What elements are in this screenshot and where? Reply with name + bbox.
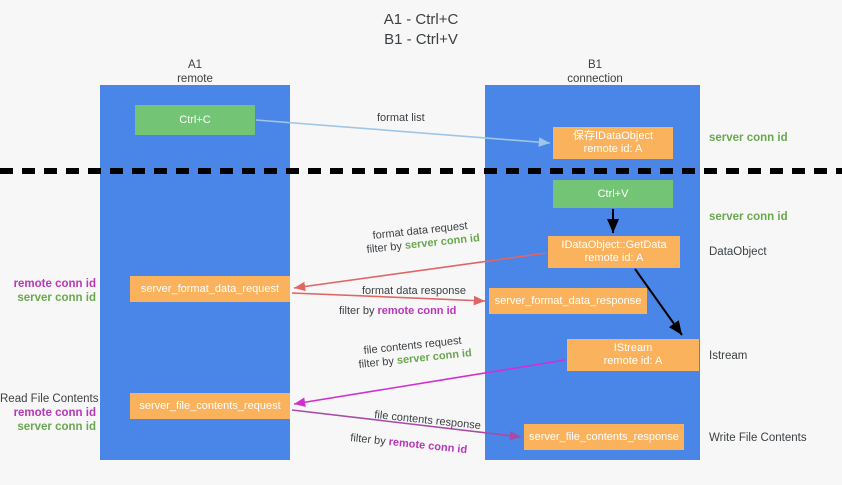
box-server-file-contents-request-label: server_file_contents_request [139,399,281,412]
filter-value-remote-conn-id-1: remote conn id [377,305,457,317]
box-server-format-data-request-label: server_format_data_request [140,282,280,295]
column-header-a1: A1 remote [120,58,270,86]
box-istream-line1: IStream [613,342,653,354]
filter-value-remote-conn-id-2: remote conn id [388,436,468,457]
box-save-idataobject-line1: 保存IDataObject [572,130,654,142]
box-server-format-data-request[interactable]: server_format_data_request [130,276,290,302]
filter-prefix-3: filter by [358,354,398,371]
right-label-write-file-contents: Write File Contents [709,432,807,444]
box-ctrl-v[interactable]: Ctrl+V [553,180,673,208]
column-header-a1-sub: remote [177,73,213,85]
box-server-file-contents-response-label: server_file_contents_response [529,430,679,443]
left-label-group-file: Read File Contents remote conn id server… [0,392,99,434]
box-save-idataobject-line2: remote id: A [583,143,643,155]
left-label-group-format: remote conn id server conn id [0,277,96,305]
left-label-remote-conn-id-2: remote conn id [13,407,96,419]
box-ctrl-c-label: Ctrl+C [179,113,211,126]
box-server-format-data-response[interactable]: server_format_data_response [489,288,647,314]
box-idataobject-getdata[interactable]: IDataObject::GetData remote id: A [548,236,680,268]
right-label-server-conn-id-top: server conn id [709,132,788,144]
edge-label-format-list: format list [377,112,425,124]
column-header-b1: B1 connection [520,58,670,86]
left-label-remote-conn-id-1: remote conn id [13,278,96,290]
box-server-file-contents-response[interactable]: server_file_contents_response [524,424,684,450]
box-server-file-contents-request[interactable]: server_file_contents_request [130,393,290,419]
right-label-istream: Istream [709,350,748,362]
box-istream-line2: remote id: A [603,355,663,367]
left-label-server-conn-id-1: server conn id [17,292,96,304]
title-line-1: A1 - Ctrl+C [383,11,459,28]
filter-prefix-2: filter by [339,305,378,317]
right-label-dataobject: DataObject [709,246,767,258]
title-line-2: B1 - Ctrl+V [384,31,458,48]
column-header-a1-name: A1 [187,59,203,71]
box-ctrl-c[interactable]: Ctrl+C [135,105,255,135]
box-getdata-line2: remote id: A [584,252,644,264]
edge-label-format-data-response-filter: filter by remote conn id [339,305,456,317]
edge-label-file-contents-response: file contents response [373,409,482,433]
filter-prefix-1: filter by [366,239,406,256]
right-label-server-conn-id-mid: server conn id [709,211,788,223]
box-getdata-line1: IDataObject::GetData [561,239,667,251]
left-label-read-file-contents: Read File Contents [0,393,99,405]
page-title: A1 - Ctrl+C B1 - Ctrl+V [0,10,842,50]
edge-label-file-contents-response-filter: filter by remote conn id [350,432,468,456]
box-server-format-data-response-label: server_format_data_response [494,294,642,307]
column-header-b1-sub: connection [567,73,623,85]
column-header-b1-name: B1 [587,59,603,71]
left-label-server-conn-id-2: server conn id [17,421,96,433]
box-save-idataobject[interactable]: 保存IDataObject remote id: A [553,127,673,159]
box-istream[interactable]: IStream remote id: A [567,339,699,371]
filter-prefix-4: filter by [349,432,390,448]
box-ctrl-v-label: Ctrl+V [597,187,629,200]
edge-label-format-data-response: format data response [362,285,466,297]
